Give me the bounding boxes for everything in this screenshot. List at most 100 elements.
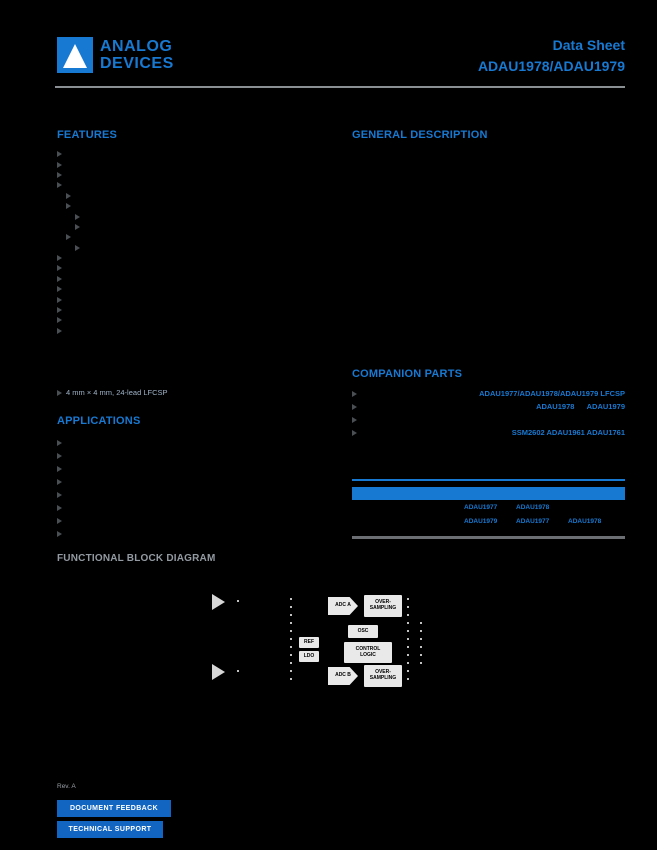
technical-support-button[interactable]: TECHNICAL SUPPORT <box>57 821 163 838</box>
header-rule <box>55 86 625 88</box>
companion-line <box>352 413 625 426</box>
bullet-chevron-icon <box>57 317 62 324</box>
bullet-chevron-icon <box>57 151 62 158</box>
bullet-chevron-icon <box>57 296 62 303</box>
bullet-chevron-icon <box>352 390 357 397</box>
pin-dot <box>420 662 423 665</box>
table-cell <box>352 500 462 514</box>
table-cell: ADAU1979 <box>464 518 498 525</box>
bullet-chevron-icon <box>66 192 71 199</box>
bullet-row <box>75 222 80 232</box>
brand-text: ANALOG DEVICES <box>100 38 174 72</box>
bullet-row <box>57 284 80 294</box>
oversampling-bottom-block: OVER- SAMPLING <box>364 665 402 687</box>
table-cell <box>566 500 625 514</box>
bullet-row <box>75 243 80 253</box>
table-row: ADAU1979 ADAU1977 ADAU1978 <box>352 514 625 528</box>
pin-dot <box>407 646 410 649</box>
adc-b-block: ADC B <box>328 667 358 685</box>
features-heading: FEATURES <box>57 129 118 141</box>
applications-list <box>57 436 62 540</box>
oversampling-label: OVER- <box>375 669 391 676</box>
bullet-row <box>75 211 80 221</box>
bullet-row <box>57 305 80 315</box>
bullet-row <box>66 191 80 201</box>
pin-dot <box>290 654 293 657</box>
adc-b-label: ADC B <box>335 672 351 679</box>
pin-dot <box>420 638 423 641</box>
pin-dot <box>420 654 423 657</box>
adi-triangle-icon <box>57 37 93 73</box>
oversampling-label: SAMPLING <box>369 605 397 611</box>
pin-dot <box>290 614 293 617</box>
bullet-chevron-icon <box>75 213 80 220</box>
bullet-row <box>57 180 80 190</box>
bullet-chevron-icon <box>57 452 62 459</box>
analog-devices-logo: ANALOG DEVICES <box>57 37 174 73</box>
bullet-chevron-icon <box>57 265 62 272</box>
pin-dot <box>407 622 410 625</box>
bullet-chevron-icon <box>57 161 62 168</box>
bullet-chevron-icon <box>57 275 62 282</box>
revision-label: Rev. A <box>57 783 76 790</box>
pin-dot <box>290 662 293 665</box>
table-bottom-border <box>352 536 625 539</box>
adc-a-block: ADC A <box>328 597 358 615</box>
bullet-row <box>57 170 80 180</box>
package-note-row: 4 mm × 4 mm, 24-lead LFCSP <box>57 388 168 397</box>
bullet-row <box>57 159 80 169</box>
pin-dot <box>407 630 410 633</box>
bullet-chevron-icon <box>352 403 357 410</box>
document-feedback-button[interactable]: DOCUMENT FEEDBACK <box>57 800 171 817</box>
amp-triangle-icon <box>212 594 225 610</box>
pin-dot <box>290 598 293 601</box>
bullet-row <box>57 274 80 284</box>
bullet-chevron-icon <box>57 182 62 189</box>
doc-type-label: Data Sheet <box>552 37 625 53</box>
bullet-row <box>57 326 80 336</box>
bullet-row <box>57 253 80 263</box>
bullet-chevron-icon <box>57 530 62 537</box>
bullet-chevron-icon <box>57 286 62 293</box>
pin-dot <box>407 654 410 657</box>
bullet-row <box>57 488 62 501</box>
oversampling-top-block: OVER- SAMPLING <box>364 595 402 617</box>
bullet-row <box>57 514 62 527</box>
bullet-chevron-icon <box>57 389 62 396</box>
pin-dot <box>290 630 293 633</box>
block-diagram-heading: FUNCTIONAL BLOCK DIAGRAM <box>57 553 216 564</box>
companion-line: ADAU1978 ADAU1979 <box>352 400 625 413</box>
functional-block-diagram: ADC A OVER- SAMPLING OSC CONTROL LOGIC R… <box>200 585 440 705</box>
pin-dot <box>237 670 240 673</box>
bullet-chevron-icon <box>57 171 62 178</box>
bullet-chevron-icon <box>352 429 357 436</box>
pin-dot <box>290 638 293 641</box>
table-cell: ADAU1978 <box>568 518 602 525</box>
bullet-chevron-icon <box>57 517 62 524</box>
triangle-glyph <box>63 44 87 68</box>
pin-dot <box>407 678 410 681</box>
pin-dot <box>420 630 423 633</box>
pin-dot <box>420 622 423 625</box>
bullet-row <box>57 462 62 475</box>
pin-dot <box>290 670 293 673</box>
ref-block: REF <box>299 637 319 648</box>
bullet-chevron-icon <box>57 327 62 334</box>
bullet-row <box>57 501 62 514</box>
part-number: ADAU1978/ADAU1979 <box>477 58 625 74</box>
table-cell: ADAU1977 <box>516 518 550 525</box>
bullet-row <box>66 232 80 242</box>
bullet-chevron-icon <box>66 203 71 210</box>
table-top-border <box>352 479 625 481</box>
bullet-chevron-icon <box>57 255 62 262</box>
bullet-row <box>57 315 80 325</box>
package-note: 4 mm × 4 mm, 24-lead LFCSP <box>66 388 168 397</box>
bullet-chevron-icon <box>57 491 62 498</box>
ref-label: REF <box>304 638 314 645</box>
companion-parts-heading: COMPANION PARTS <box>352 368 463 380</box>
doc-meta: Data Sheet ADAU1978/ADAU1979 <box>478 36 625 75</box>
